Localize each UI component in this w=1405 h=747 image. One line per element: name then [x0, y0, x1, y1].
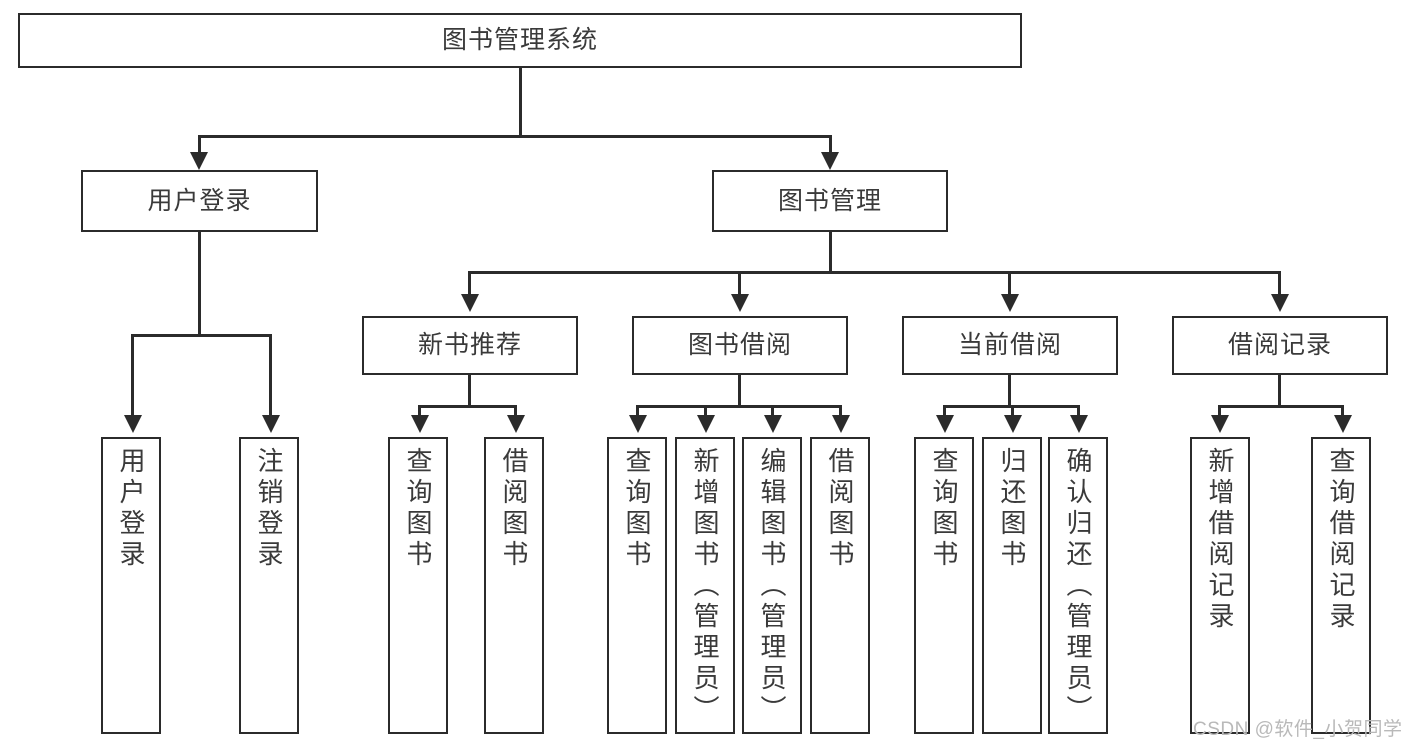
- arrow-user-login-to-leaf-0: [124, 415, 142, 433]
- leaf-user-login-label: 用户登录: [116, 447, 146, 571]
- connector-root-to-book-manage: [829, 135, 832, 158]
- arrow-nbr-to-leaf-1: [507, 415, 525, 433]
- leaf-borrow-book-2[interactable]: 借阅图书: [810, 437, 870, 734]
- node-new-book-recommend-label: 新书推荐: [417, 331, 522, 360]
- node-book-borrow-label: 图书借阅: [687, 331, 792, 360]
- connector-book-manage-to-l3-2: [1008, 271, 1011, 298]
- arrow-user-login-to-leaf-1: [262, 415, 280, 433]
- arrow-cb-to-leaf-2: [1070, 415, 1088, 433]
- connector-current-borrow-stem: [1008, 375, 1011, 407]
- leaf-add-record-label: 新增借阅记录: [1205, 447, 1235, 633]
- leaf-confirm-return-label: 确认归还（管理员）: [1063, 447, 1093, 726]
- leaf-borrow-book-1[interactable]: 借阅图书: [484, 437, 544, 734]
- connector-book-manage-to-l3-0: [468, 271, 471, 298]
- connector-bb-to-leaf-2: [771, 405, 774, 420]
- arrow-nbr-to-leaf-0: [411, 415, 429, 433]
- connector-user-login-stem: [198, 232, 201, 336]
- connector-book-borrow-bus: [637, 405, 842, 408]
- connector-borrow-record-stem: [1278, 375, 1281, 407]
- leaf-query-book-1[interactable]: 查询图书: [388, 437, 448, 734]
- leaf-add-book-label: 新增图书（管理员）: [690, 447, 720, 726]
- connector-root-bus: [198, 135, 831, 138]
- arrow-br-to-leaf-0: [1211, 415, 1229, 433]
- arrow-cb-to-leaf-1: [1004, 415, 1022, 433]
- connector-cb-to-leaf-0: [943, 405, 946, 420]
- connector-root-to-user-login: [198, 135, 201, 158]
- connector-root-stem: [519, 68, 522, 137]
- node-borrow-record[interactable]: 借阅记录: [1172, 316, 1388, 375]
- leaf-edit-book-label: 编辑图书（管理员）: [757, 447, 787, 726]
- arrow-book-manage-to-l3-1: [731, 294, 749, 312]
- connector-bb-to-leaf-3: [839, 405, 842, 420]
- connector-br-to-leaf-0: [1218, 405, 1221, 420]
- node-root-label: 图书管理系统: [441, 26, 598, 55]
- leaf-add-record[interactable]: 新增借阅记录: [1190, 437, 1250, 734]
- leaf-borrow-book-1-label: 借阅图书: [499, 447, 529, 571]
- connector-borrow-record-bus: [1219, 405, 1343, 408]
- leaf-logout-login[interactable]: 注销登录: [239, 437, 299, 734]
- arrow-book-manage-to-l3-0: [461, 294, 479, 312]
- leaf-query-book-3[interactable]: 查询图书: [914, 437, 974, 734]
- connector-bb-to-leaf-0: [636, 405, 639, 420]
- leaf-query-record[interactable]: 查询借阅记录: [1311, 437, 1371, 734]
- connector-nbr-to-leaf-1: [514, 405, 517, 420]
- connector-book-borrow-stem: [738, 375, 741, 407]
- leaf-query-book-2[interactable]: 查询图书: [607, 437, 667, 734]
- arrow-root-to-book-manage: [821, 152, 839, 170]
- connector-cb-to-leaf-1: [1011, 405, 1014, 420]
- node-book-manage[interactable]: 图书管理: [712, 170, 948, 232]
- connector-nbr-to-leaf-0: [418, 405, 421, 420]
- connector-user-login-to-leaf-0: [131, 334, 134, 420]
- arrow-root-to-user-login: [190, 152, 208, 170]
- leaf-query-book-2-label: 查询图书: [622, 447, 652, 571]
- leaf-borrow-book-2-label: 借阅图书: [825, 447, 855, 571]
- node-user-login[interactable]: 用户登录: [81, 170, 318, 232]
- connector-bb-to-leaf-1: [704, 405, 707, 420]
- connector-book-manage-stem: [829, 232, 832, 273]
- leaf-query-record-label: 查询借阅记录: [1326, 447, 1356, 633]
- arrow-book-manage-to-l3-3: [1271, 294, 1289, 312]
- watermark-text: CSDN @软件_小贺同学: [1193, 719, 1403, 740]
- node-book-manage-label: 图书管理: [777, 186, 882, 215]
- leaf-query-book-1-label: 查询图书: [403, 447, 433, 571]
- node-new-book-recommend[interactable]: 新书推荐: [362, 316, 578, 375]
- connector-user-login-bus: [132, 334, 270, 337]
- connector-user-login-to-leaf-1: [269, 334, 272, 420]
- connector-book-manage-bus: [468, 271, 1280, 274]
- arrow-bb-to-leaf-1: [697, 415, 715, 433]
- node-current-borrow-label: 当前借阅: [957, 331, 1062, 360]
- arrow-bb-to-leaf-2: [764, 415, 782, 433]
- leaf-add-book[interactable]: 新增图书（管理员）: [675, 437, 735, 734]
- connector-new-book-recommend-stem: [468, 375, 471, 407]
- node-book-borrow[interactable]: 图书借阅: [632, 316, 848, 375]
- connector-book-manage-to-l3-3: [1278, 271, 1281, 298]
- connector-cb-to-leaf-2: [1077, 405, 1080, 420]
- node-current-borrow[interactable]: 当前借阅: [902, 316, 1118, 375]
- node-user-login-label: 用户登录: [147, 186, 252, 215]
- connector-br-to-leaf-1: [1341, 405, 1344, 420]
- leaf-user-login[interactable]: 用户登录: [101, 437, 161, 734]
- arrow-br-to-leaf-1: [1334, 415, 1352, 433]
- arrow-book-manage-to-l3-2: [1001, 294, 1019, 312]
- arrow-cb-to-leaf-0: [936, 415, 954, 433]
- leaf-logout-login-label: 注销登录: [254, 447, 284, 571]
- arrow-bb-to-leaf-0: [629, 415, 647, 433]
- leaf-confirm-return[interactable]: 确认归还（管理员）: [1048, 437, 1108, 734]
- leaf-query-book-3-label: 查询图书: [929, 447, 959, 571]
- connector-new-book-recommend-bus: [419, 405, 516, 408]
- node-borrow-record-label: 借阅记录: [1227, 331, 1332, 360]
- leaf-return-book-label: 归还图书: [997, 447, 1027, 571]
- leaf-return-book[interactable]: 归还图书: [982, 437, 1042, 734]
- arrow-bb-to-leaf-3: [832, 415, 850, 433]
- node-root[interactable]: 图书管理系统: [18, 13, 1022, 68]
- leaf-edit-book[interactable]: 编辑图书（管理员）: [742, 437, 802, 734]
- connector-book-manage-to-l3-1: [738, 271, 741, 298]
